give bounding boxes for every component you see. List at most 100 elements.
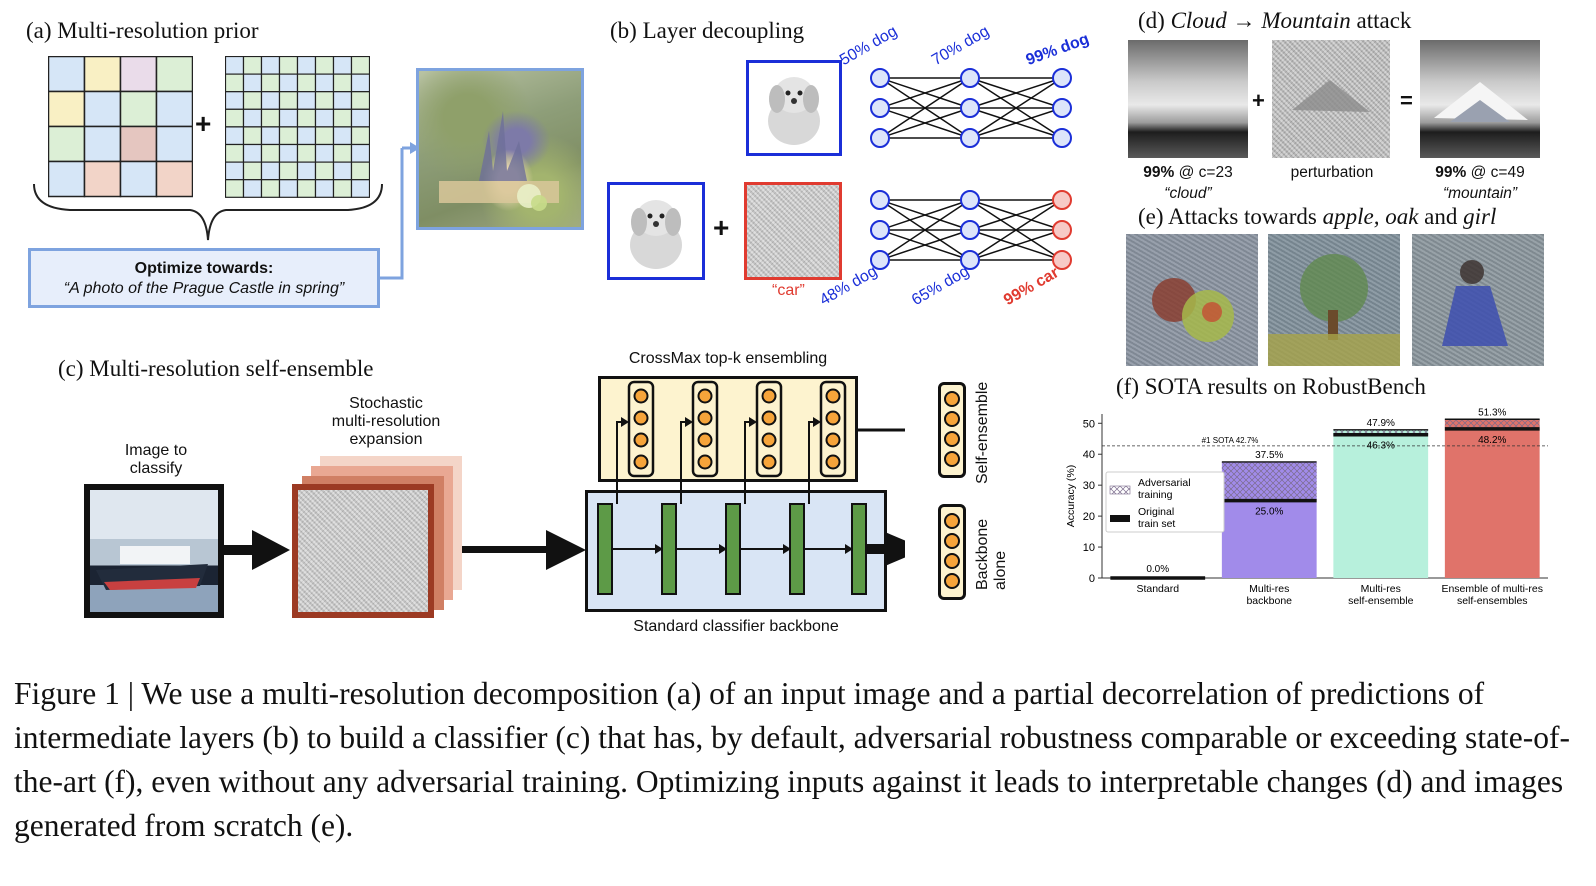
layer-arrowhead (719, 544, 727, 554)
adversarial-bar-hatch (1444, 419, 1540, 429)
original-bar (1333, 434, 1429, 578)
category-label: Standard (1136, 583, 1179, 595)
network-diagram (870, 68, 1072, 270)
optimize-arrow (380, 142, 420, 280)
category-label: backbone (1246, 595, 1292, 607)
fine-grid (224, 55, 371, 198)
head-node (825, 410, 841, 426)
original-value-label: 46.3% (1367, 441, 1395, 452)
perturbation-image (1272, 40, 1390, 158)
original-bar (1221, 500, 1317, 578)
sota-label: #1 SOTA 42.7% (1202, 436, 1259, 445)
head-node (825, 432, 841, 448)
mountain-image (1420, 40, 1540, 158)
prague-castle-image (416, 68, 584, 230)
plus-sign-b: + (713, 212, 730, 243)
head-node (761, 454, 777, 470)
fine-cell (224, 126, 245, 146)
ensemble-network (597, 380, 905, 595)
fine-cell (350, 91, 371, 110)
crossmax-head (691, 380, 719, 478)
fine-cell (224, 161, 245, 181)
perturbation-label: perturbation (1290, 164, 1374, 181)
fine-cell (242, 91, 263, 110)
fine-cell (260, 91, 281, 110)
coarse-cell (119, 125, 158, 163)
arrow-expansion-to-backbone (462, 530, 586, 570)
fine-cell (260, 55, 281, 75)
coarse-cell (119, 90, 158, 128)
fine-cell (350, 161, 371, 181)
head-arrowhead (621, 417, 629, 427)
adversarial-bar-hatch (1221, 461, 1317, 501)
fine-cell (296, 126, 317, 146)
mountain-name: “mountain” (1442, 185, 1518, 202)
apple-attack-image (1126, 234, 1258, 366)
fine-cell (314, 55, 335, 75)
head-node (761, 410, 777, 426)
head-node (633, 432, 649, 448)
panel-a-title: (a) Multi-resolution prior (26, 18, 259, 43)
coarse-cell (83, 160, 122, 198)
legend-swatch-original (1110, 515, 1130, 522)
head-node (761, 432, 777, 448)
fine-cell (278, 108, 299, 128)
fine-cell (332, 73, 353, 93)
backbone-layer (725, 503, 741, 595)
coarse-cell (83, 90, 122, 128)
legend-label: train set (1138, 518, 1175, 530)
head-arrowhead (685, 417, 693, 427)
original-value-label: 0.0% (1146, 564, 1169, 575)
fine-cell (332, 161, 353, 181)
backbone-out-arrow (867, 544, 891, 554)
head-connector (808, 421, 819, 504)
coarse-cell (83, 125, 122, 163)
fine-cell (260, 108, 281, 128)
head-node (633, 454, 649, 470)
fine-cell (278, 161, 299, 181)
head-node (825, 388, 841, 404)
y-tick-label: 10 (1083, 542, 1095, 554)
panel-c-title: (c) Multi-resolution self-ensemble (58, 356, 374, 381)
backbone-layer (661, 503, 677, 595)
cloud-name: “cloud” (1164, 185, 1212, 202)
adversarial-value-label: 51.3% (1478, 408, 1506, 418)
y-axis-label: Accuracy (%) (1065, 465, 1077, 527)
legend-label: Adversarial (1138, 477, 1191, 489)
fine-cell (242, 161, 263, 181)
head-arrowhead (749, 417, 757, 427)
fine-cell (314, 108, 335, 128)
coarse-grid (47, 55, 194, 198)
optimize-box: Optimize towards: “A photo of the Prague… (28, 248, 380, 308)
fine-cell (242, 55, 263, 75)
fine-cell (350, 108, 371, 128)
crossmax-head (627, 380, 655, 478)
backbone-layer (789, 503, 805, 595)
fine-cell (278, 126, 299, 146)
fine-cell (260, 73, 281, 93)
fine-cell (224, 91, 245, 110)
coarse-cell (47, 125, 86, 163)
fine-cell (350, 126, 371, 146)
car-perturbation (744, 182, 842, 280)
fine-cell (224, 143, 245, 163)
self-ensemble-output (938, 382, 966, 478)
head-node (697, 432, 713, 448)
fine-cell (350, 179, 371, 198)
fine-cell (296, 108, 317, 128)
y-tick-label: 20 (1083, 511, 1095, 523)
fine-cell (242, 126, 263, 146)
y-tick-label: 30 (1083, 480, 1095, 492)
fine-cell (314, 91, 335, 110)
fine-cell (296, 73, 317, 93)
layer-arrowhead (845, 544, 853, 554)
fine-cell (260, 161, 281, 181)
adversarial-value-label: 47.9% (1367, 418, 1395, 429)
fine-cell (332, 55, 353, 75)
coarse-cell (47, 55, 86, 93)
